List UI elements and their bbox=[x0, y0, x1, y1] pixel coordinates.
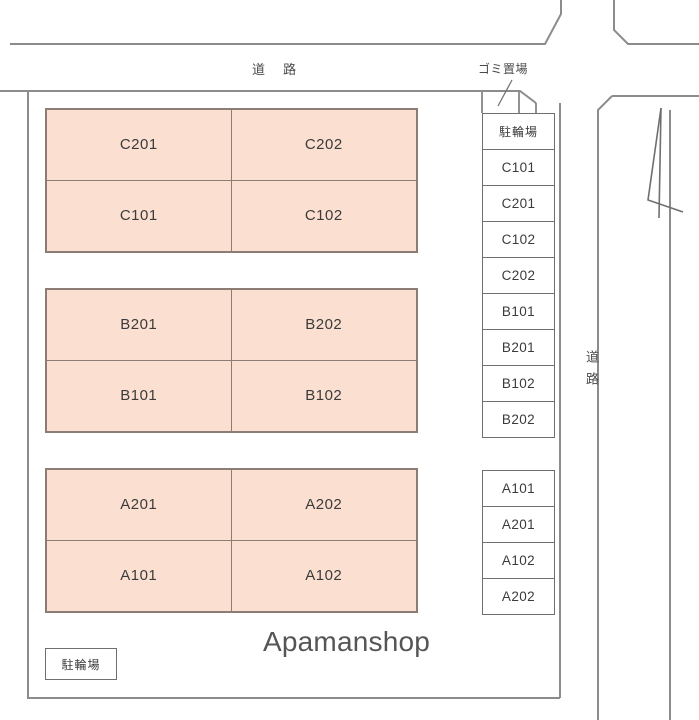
stall-a201: A201 bbox=[482, 506, 555, 543]
road-intersection-corner-far bbox=[613, 0, 699, 45]
unit-c101: C101 bbox=[47, 180, 232, 251]
trash-enclosure-box bbox=[481, 92, 537, 113]
unit-c201: C201 bbox=[47, 110, 232, 181]
road-top-far-edge bbox=[10, 0, 562, 45]
watermark-apamanshop: Apamanshop bbox=[263, 626, 431, 657]
unit-a202: A202 bbox=[231, 470, 416, 541]
bike-parking-box-bottom: 駐輪場 bbox=[45, 648, 117, 680]
unit-c202: C202 bbox=[231, 110, 416, 181]
unit-a201: A201 bbox=[47, 470, 232, 541]
stall-a202: A202 bbox=[482, 578, 555, 615]
road-top-near-edge bbox=[0, 90, 537, 104]
north-arrow-shaft-icon bbox=[658, 107, 662, 219]
label-road-top: 道 路 bbox=[252, 63, 304, 78]
stall-bike-parking: 駐輪場 bbox=[482, 113, 555, 150]
building-b: B201 B202 B101 B102 bbox=[45, 288, 418, 433]
unit-c102: C102 bbox=[304, 207, 343, 225]
building-a: A201 A202 A101 A102 bbox=[45, 468, 418, 613]
unit-a102: A102 bbox=[305, 567, 343, 585]
unit-a101: A101 bbox=[47, 540, 232, 611]
stall-b201: B201 bbox=[482, 329, 555, 366]
stall-b102: B102 bbox=[482, 365, 555, 402]
stall-a102: A102 bbox=[482, 542, 555, 579]
stall-b202: B202 bbox=[482, 401, 555, 438]
unit-b202: B202 bbox=[231, 290, 416, 361]
north-arrow-icon bbox=[647, 107, 684, 213]
building-c: C201 C202 C101 C102 bbox=[45, 108, 418, 253]
stall-b101: B101 bbox=[482, 293, 555, 330]
unit-b101: B101 bbox=[47, 360, 232, 431]
road-right-near-edge bbox=[597, 95, 613, 720]
unit-b201: B201 bbox=[47, 290, 232, 361]
stall-c202: C202 bbox=[482, 257, 555, 294]
label-road-right: 道路 bbox=[583, 350, 598, 394]
site-boundary-left-bottom bbox=[27, 92, 560, 699]
unit-b102: B102 bbox=[305, 387, 343, 405]
stall-c101: C101 bbox=[482, 149, 555, 186]
label-trash-area: ゴミ置場 bbox=[478, 62, 529, 76]
trash-label-leader-line bbox=[497, 79, 513, 107]
stall-c102: C102 bbox=[482, 221, 555, 258]
stall-a101: A101 bbox=[482, 470, 555, 507]
stall-c201: C201 bbox=[482, 185, 555, 222]
